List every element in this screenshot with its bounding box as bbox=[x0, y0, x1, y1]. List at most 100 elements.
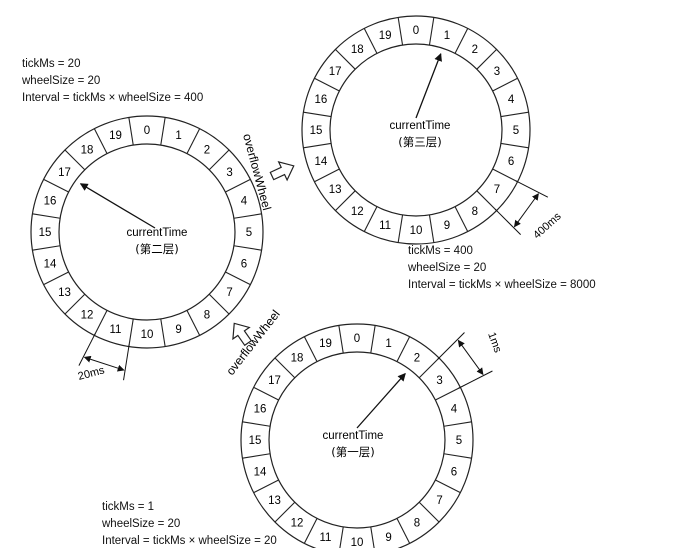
slot-number: 15 bbox=[249, 435, 262, 447]
info-layer-1: tickMs = 1 wheelSize = 20 Interval = tic… bbox=[102, 499, 277, 550]
slot-divider bbox=[335, 190, 356, 211]
slot-divider bbox=[128, 318, 134, 347]
tick-ms-text: tickMs = 20 bbox=[22, 58, 81, 70]
slot-number: 12 bbox=[81, 310, 94, 322]
slot-number: 8 bbox=[204, 310, 210, 322]
slot-number: 2 bbox=[414, 352, 420, 364]
hollow-arrow-icon bbox=[269, 160, 295, 182]
overflow-wheel-label: overflowWheel bbox=[223, 307, 282, 378]
layer-label: (第一层) bbox=[331, 445, 374, 459]
tick-span-annotation: 400ms bbox=[494, 180, 564, 241]
slot-divider bbox=[397, 17, 404, 46]
slot-number: 15 bbox=[39, 227, 52, 239]
slot-number: 16 bbox=[44, 195, 57, 207]
slot-divider bbox=[208, 293, 230, 315]
slot-divider bbox=[253, 479, 279, 494]
slot-number: 0 bbox=[144, 125, 150, 137]
slot-divider bbox=[128, 117, 134, 146]
slot-divider bbox=[454, 206, 469, 232]
slot-number: 9 bbox=[444, 220, 450, 232]
current-time-pointer bbox=[79, 183, 156, 229]
current-time-label: currentTime bbox=[390, 120, 451, 132]
slot-divider bbox=[93, 128, 108, 154]
slot-number: 9 bbox=[175, 324, 181, 336]
wheel-size-text: wheelSize = 20 bbox=[102, 518, 181, 530]
slot-number: 10 bbox=[351, 537, 364, 548]
slot-number: 19 bbox=[379, 30, 392, 42]
slot-number: 6 bbox=[508, 156, 514, 168]
tick-span-annotation: 1ms bbox=[437, 331, 504, 389]
slot-divider bbox=[303, 111, 332, 118]
slot-divider bbox=[363, 28, 378, 54]
slot-number: 0 bbox=[354, 333, 360, 345]
slot-number: 7 bbox=[494, 184, 500, 196]
wheel-size-text: wheelSize = 20 bbox=[22, 75, 101, 87]
slot-divider bbox=[435, 386, 461, 401]
slot-number: 18 bbox=[351, 44, 364, 56]
overflow-arrow-1-to-2: overflowWheel bbox=[223, 307, 282, 378]
slot-divider bbox=[253, 386, 279, 401]
slot-divider bbox=[428, 214, 435, 243]
slot-divider bbox=[443, 421, 472, 427]
slot-divider bbox=[500, 111, 529, 118]
slot-divider bbox=[208, 149, 230, 171]
slot-divider bbox=[363, 206, 378, 232]
slot-divider bbox=[314, 77, 340, 92]
slot-divider bbox=[160, 318, 166, 347]
slot-number: 12 bbox=[291, 518, 304, 530]
slot-number: 4 bbox=[508, 94, 515, 106]
current-time-label: currentTime bbox=[323, 430, 384, 442]
slot-number: 14 bbox=[44, 259, 57, 271]
slot-number: 11 bbox=[379, 220, 391, 232]
slot-divider bbox=[500, 142, 529, 149]
slot-divider bbox=[186, 310, 201, 336]
slot-number: 17 bbox=[268, 375, 281, 387]
slot-number: 7 bbox=[436, 495, 442, 507]
slot-divider bbox=[492, 168, 518, 183]
current-time-pointer bbox=[415, 52, 442, 119]
slot-number: 4 bbox=[451, 403, 458, 415]
slot-divider bbox=[160, 117, 166, 146]
slot-divider bbox=[274, 357, 296, 379]
slot-divider bbox=[314, 168, 340, 183]
tick-span-annotation: 20ms bbox=[77, 333, 130, 383]
current-time-pointer bbox=[356, 372, 406, 429]
slot-divider bbox=[339, 526, 344, 548]
overflow-arrow-2-to-3: overflowWheel bbox=[240, 132, 295, 212]
slot-divider bbox=[233, 213, 262, 219]
slot-divider bbox=[476, 49, 497, 70]
interval-text: Interval = tickMs × wheelSize = 8000 bbox=[408, 279, 596, 291]
slot-divider bbox=[303, 142, 332, 149]
slot-number: 11 bbox=[110, 324, 122, 336]
tick-ms-text: tickMs = 400 bbox=[408, 245, 473, 257]
slot-number: 14 bbox=[254, 467, 267, 479]
current-time-label: currentTime bbox=[127, 227, 188, 239]
layer-label: (第二层) bbox=[135, 242, 178, 256]
slot-number: 0 bbox=[413, 25, 419, 37]
slot-number: 17 bbox=[329, 66, 342, 78]
slot-divider bbox=[233, 245, 262, 251]
slot-divider bbox=[242, 453, 271, 459]
info-layer-3: tickMs = 400 wheelSize = 20 Interval = t… bbox=[408, 243, 596, 294]
slot-number: 9 bbox=[385, 532, 391, 544]
slot-divider bbox=[303, 518, 318, 544]
slot-divider bbox=[64, 149, 86, 171]
slot-number: 5 bbox=[456, 435, 462, 447]
tick-span-label: 20ms bbox=[77, 364, 107, 383]
slot-divider bbox=[64, 293, 86, 315]
tick-ms-text: tickMs = 1 bbox=[102, 501, 155, 513]
slot-divider bbox=[435, 479, 461, 494]
slot-number: 13 bbox=[58, 287, 71, 299]
info-layer-2: tickMs = 20 wheelSize = 20 Interval = ti… bbox=[22, 56, 203, 107]
slot-divider bbox=[396, 336, 411, 362]
slot-divider bbox=[338, 325, 344, 354]
slot-number: 10 bbox=[410, 225, 423, 237]
slot-number: 6 bbox=[451, 467, 457, 479]
slot-number: 8 bbox=[414, 518, 420, 530]
slot-divider bbox=[274, 501, 296, 523]
slot-number: 5 bbox=[513, 125, 519, 137]
slot-number: 10 bbox=[141, 329, 154, 341]
